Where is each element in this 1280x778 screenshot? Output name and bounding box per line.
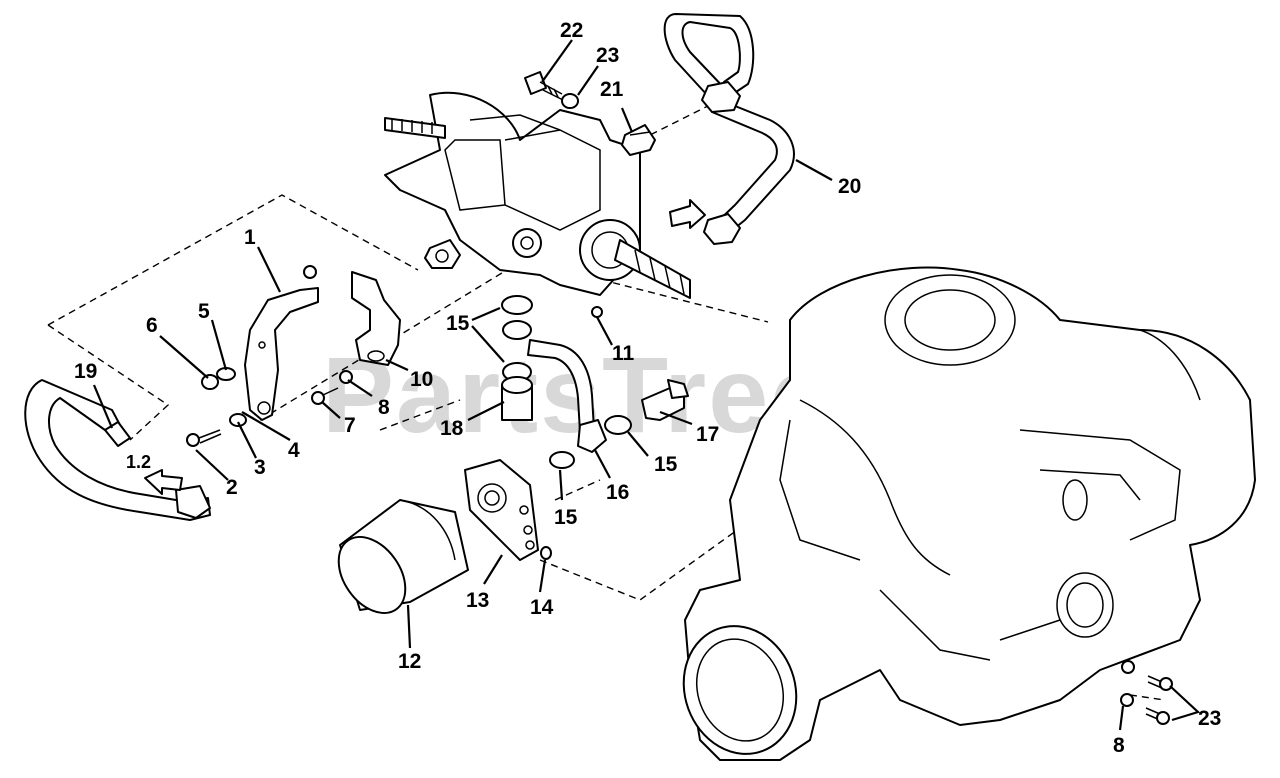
bolt-23-bottom-b	[1145, 707, 1170, 725]
fitting-21	[621, 124, 656, 156]
callout-7: 7	[344, 414, 356, 437]
o-ring-15-e	[604, 415, 632, 435]
o-ring-15-d	[549, 451, 575, 469]
fitting-18	[501, 376, 533, 421]
callout-8-bottom: 8	[1113, 734, 1125, 757]
callout-10: 10	[410, 368, 433, 391]
callout-15-right: 15	[654, 453, 678, 476]
o-ring-14	[540, 546, 552, 560]
o-ring-15-b	[502, 320, 532, 340]
callout-18: 18	[440, 417, 464, 440]
callout-6: 6	[146, 314, 158, 337]
bolt-2	[186, 429, 222, 447]
washer-23-top	[561, 93, 579, 109]
callout-19: 19	[74, 360, 97, 383]
control-arm-1	[244, 265, 319, 421]
callout-1: 1	[244, 226, 256, 249]
bracket-10	[351, 271, 401, 366]
callout-21: 21	[600, 78, 624, 101]
callout-4: 4	[288, 439, 300, 462]
washer-8-bottom-a	[1121, 660, 1135, 674]
hydraulic-pump	[384, 91, 691, 299]
oil-filter-12	[337, 499, 469, 614]
callout-16: 16	[606, 481, 629, 504]
transmission-housing	[682, 266, 1256, 761]
callout-3: 3	[254, 456, 266, 479]
callout-22: 22	[560, 19, 583, 42]
filter-adapter-13	[464, 459, 539, 561]
callout-2: 2	[226, 476, 238, 499]
hydraulic-line-20	[663, 13, 795, 245]
callout-11: 11	[612, 342, 635, 365]
washer-3	[229, 413, 247, 427]
pin-11	[591, 306, 603, 318]
leader-lines	[92, 39, 1201, 731]
callout-15-bottom: 15	[554, 506, 578, 529]
callout-labels: 1 2 3 4 5 6 7 8 8 10 11 12 13 14 15 15 1…	[74, 19, 1221, 757]
callout-12: 12	[398, 650, 421, 673]
washer-8-bottom-b	[1120, 693, 1134, 707]
o-ring-15-a	[501, 295, 533, 315]
nut-6	[201, 374, 219, 390]
callout-13: 13	[466, 589, 489, 612]
callout-23-bottom: 23	[1198, 707, 1221, 730]
reference-note: 1.2	[126, 452, 151, 472]
callout-20: 20	[838, 175, 861, 198]
bolt-22	[524, 71, 564, 101]
bolt-7	[311, 387, 339, 405]
callout-23-top: 23	[596, 44, 619, 67]
bolt-23-bottom-a	[1147, 675, 1173, 691]
callout-8: 8	[378, 396, 390, 419]
oil-line-16	[527, 339, 607, 453]
callout-14: 14	[530, 596, 554, 619]
fitting-17	[641, 379, 689, 421]
callout-15-top: 15	[446, 312, 470, 335]
callout-17: 17	[696, 423, 719, 446]
hydraulic-line-19	[24, 379, 211, 521]
callout-5: 5	[198, 300, 210, 323]
